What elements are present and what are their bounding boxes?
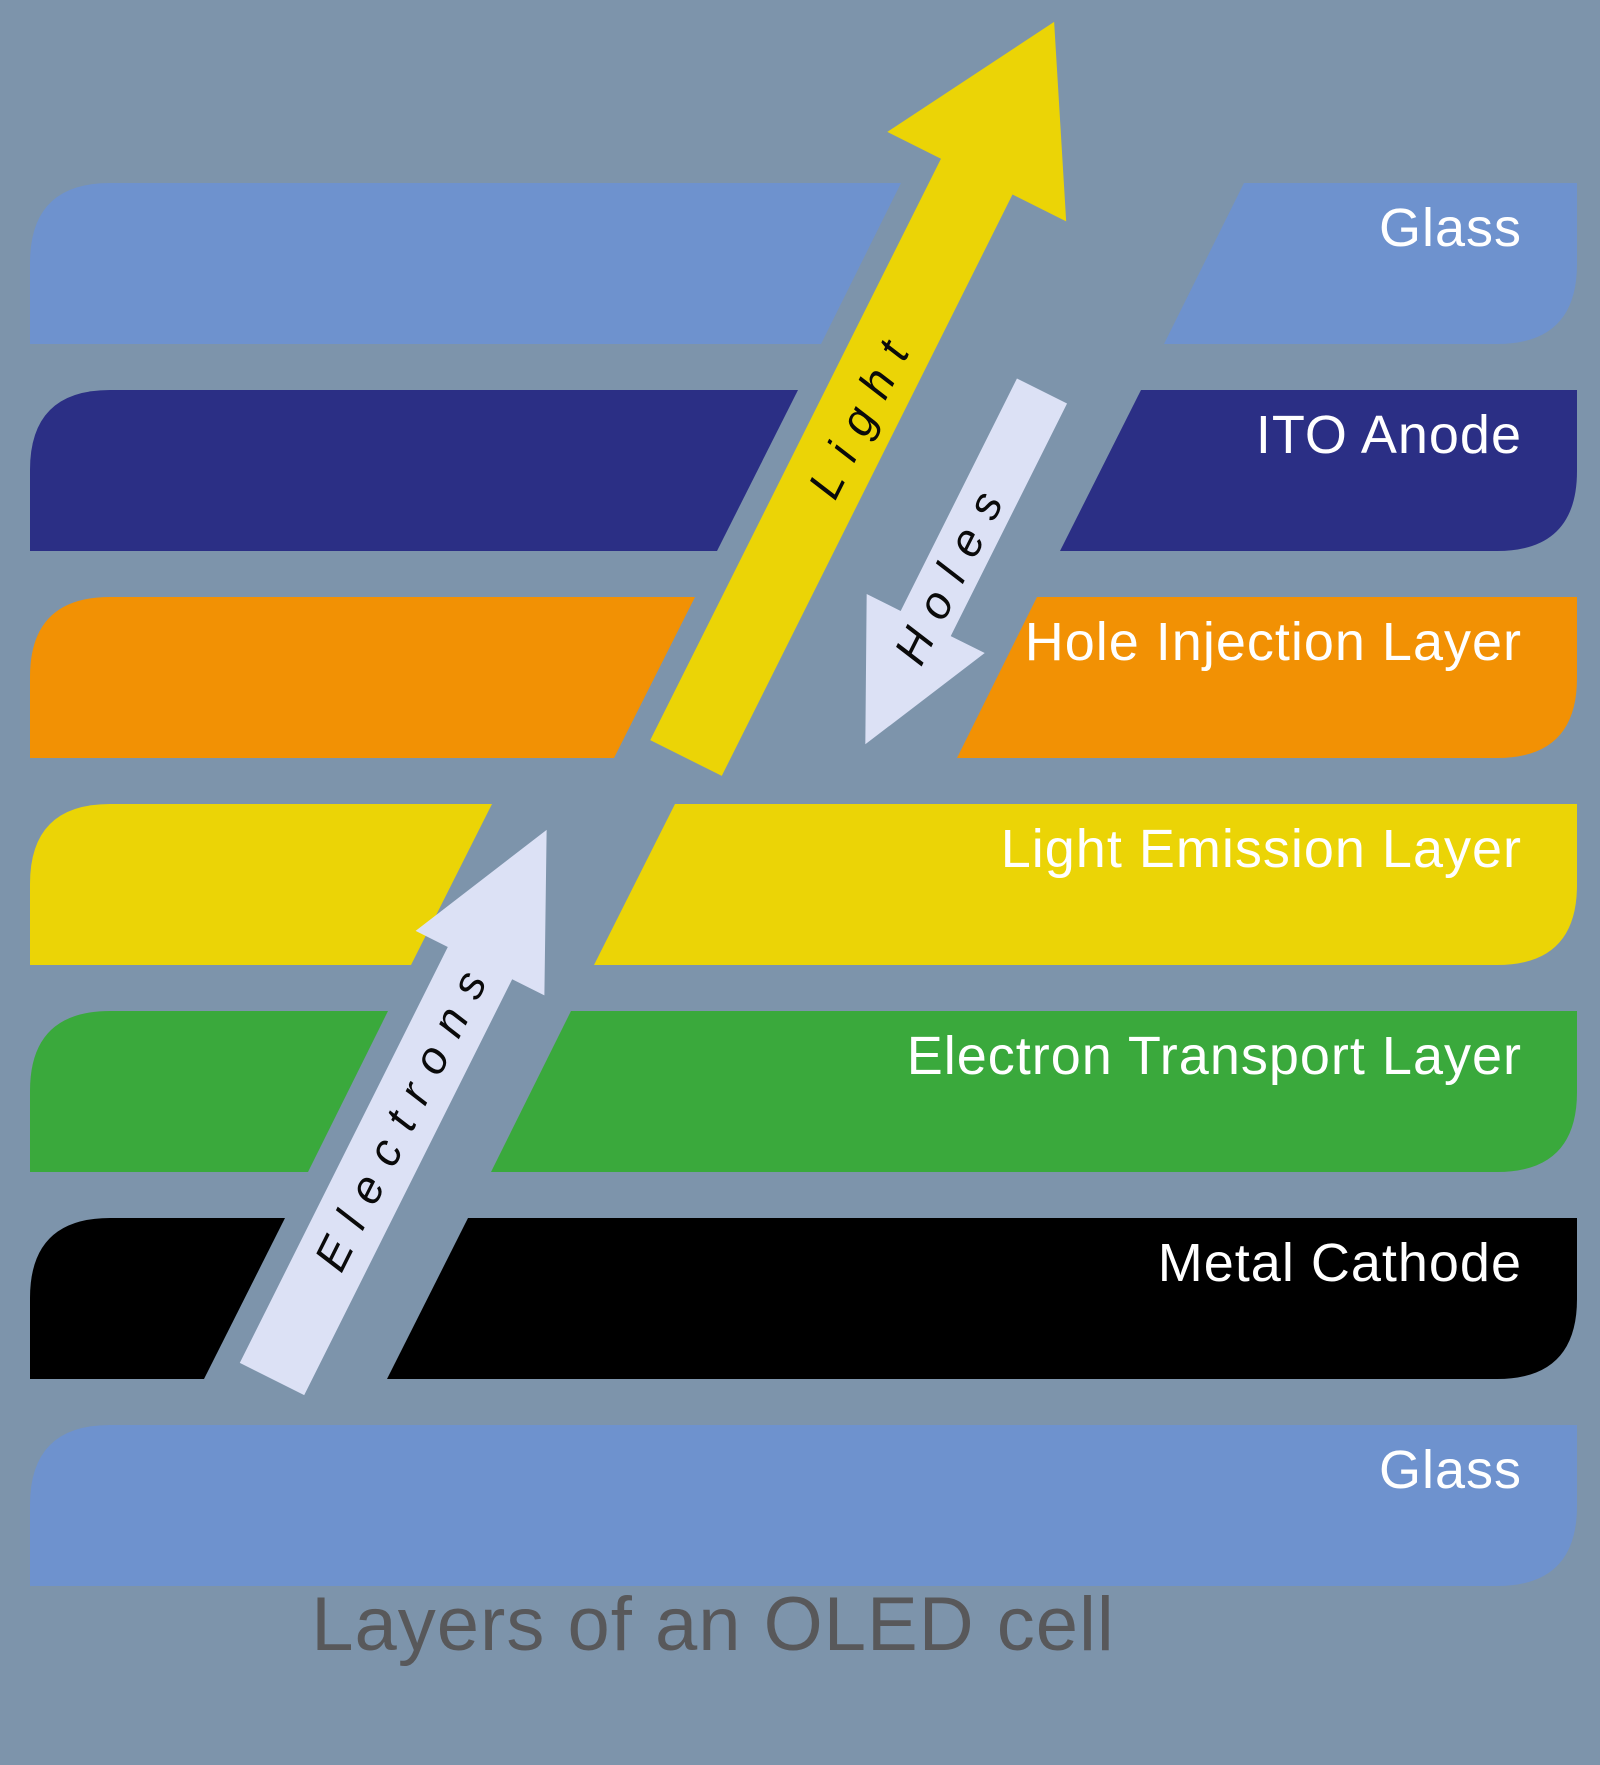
layer-metal-cathode-right-segment (387, 1218, 1577, 1379)
layer-label-glass-bottom: Glass (1379, 1440, 1522, 1500)
layer-light-emission-left-segment (30, 804, 492, 965)
layer-label-hole-injection: Hole Injection Layer (1025, 612, 1522, 672)
layer-electron-transport-right-segment (491, 1011, 1577, 1172)
layer-metal-cathode-left-segment (30, 1218, 285, 1379)
layer-glass-bottom-bar (30, 1425, 1577, 1586)
layer-label-light-emission: Light Emission Layer (1001, 819, 1522, 879)
layer-hole-injection-right-segment (957, 597, 1577, 758)
electrons-arrow-icon (239, 829, 547, 1396)
layer-label-metal-cathode: Metal Cathode (1158, 1233, 1522, 1293)
layer-label-electron-transport: Electron Transport Layer (907, 1026, 1522, 1086)
layer-label-ito-anode: ITO Anode (1256, 405, 1522, 465)
layer-glass-top-right-segment (1164, 183, 1577, 344)
layer-stack (30, 183, 1577, 1586)
diagram-title: Layers of an OLED cell (311, 1582, 1115, 1667)
flow-arrows: Light Holes Electrons (239, 21, 1068, 1396)
layer-labels: Glass ITO Anode Hole Injection Layer Lig… (907, 198, 1522, 1500)
layer-glass-top-left-segment (30, 183, 901, 344)
layer-light-emission-right-segment (594, 804, 1577, 965)
light-arrow-icon (650, 21, 1067, 776)
holes-arrow-icon (865, 378, 1068, 745)
layer-ito-anode-right-segment (1060, 390, 1577, 551)
layer-ito-anode-left-segment (30, 390, 798, 551)
layer-electron-transport-left-segment (30, 1011, 388, 1172)
layer-label-glass-top: Glass (1379, 198, 1522, 258)
layer-hole-injection-left-segment (30, 597, 695, 758)
